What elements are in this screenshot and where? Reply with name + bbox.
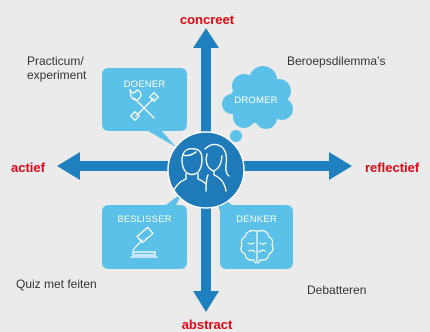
- dromer-cloud: [222, 66, 293, 142]
- activity-bottom-right: Debatteren: [307, 283, 367, 297]
- tools-icon: [129, 88, 160, 122]
- two-people-icon: [172, 143, 230, 194]
- doener-label: DOENER: [123, 79, 166, 90]
- arrow-down: [193, 291, 219, 312]
- arrow-right: [329, 152, 352, 180]
- brain-icon: [240, 230, 274, 264]
- arrow-up: [193, 28, 219, 48]
- beslisser-box: [102, 192, 187, 269]
- dromer-label: DROMER: [234, 95, 278, 106]
- activity-top-right: Beroepsdilemma’s: [287, 54, 386, 68]
- denker-label: DENKER: [236, 214, 277, 225]
- activity-bottom-left: Quiz met feiten: [16, 277, 97, 291]
- center-circle: [167, 131, 245, 209]
- activity-top-left-line1: Practicum/: [27, 54, 84, 68]
- activity-top-left-line2: experiment: [27, 68, 87, 82]
- axis-bottom-label: abstract: [181, 317, 233, 332]
- gavel-icon: [130, 226, 158, 258]
- beslisser-label: BESLISSER: [117, 214, 172, 225]
- axis-left-label: actief: [11, 160, 45, 175]
- denker-box: [214, 190, 293, 269]
- axis-top-label: concreet: [179, 12, 235, 27]
- arrow-left: [57, 152, 80, 180]
- axis-right-label: reflectief: [365, 160, 420, 175]
- thought-bubble-small: [230, 130, 242, 142]
- activity-top-left: Practicum/ experiment: [27, 54, 86, 82]
- doener-box: [102, 68, 187, 147]
